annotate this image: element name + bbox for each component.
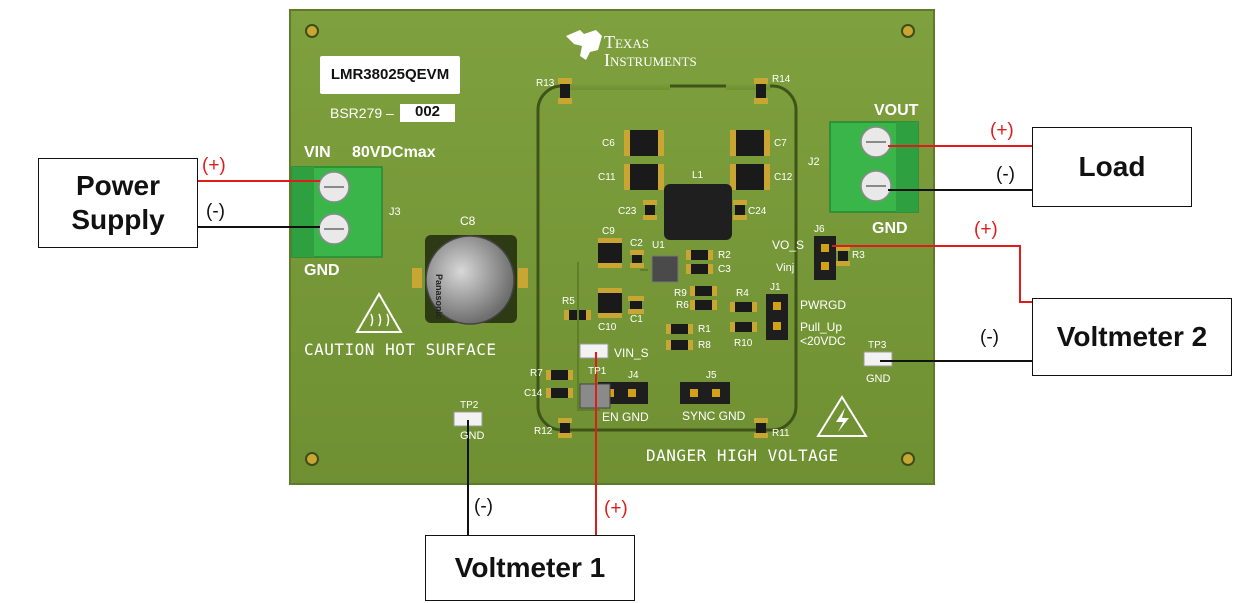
pcb-traces — [577, 262, 648, 411]
revision-plate — [400, 104, 455, 122]
hot-surface-warning-icon — [355, 292, 403, 333]
vout-label: VOUT — [874, 102, 919, 119]
j2-label: J2 — [808, 156, 820, 168]
capacitor-brand: Panasonic — [434, 274, 444, 320]
model-label-plate — [320, 56, 460, 94]
brand-line-1: Texas — [604, 32, 649, 52]
ref-c23: C23 — [618, 206, 637, 217]
load-label: Load — [1078, 151, 1146, 182]
ref-r1: R1 — [698, 324, 711, 335]
board-model: LMR38025QEVM — [330, 66, 450, 83]
ref-tp3: TP3 — [868, 340, 887, 351]
ref-r6: R6 — [676, 300, 689, 311]
ref-r3: R3 — [852, 250, 865, 261]
vm1-negative-label: (-) — [474, 496, 493, 517]
vm1-positive-label: (+) — [604, 498, 628, 519]
caution-text: CAUTION HOT SURFACE — [304, 340, 497, 359]
power-supply-line-1: Power — [75, 170, 161, 201]
ref-r11: R11 — [772, 428, 790, 439]
ref-c8: C8 — [460, 214, 476, 228]
vin-s-label: VIN_S — [614, 346, 649, 360]
danger-text: DANGER HIGH VOLTAGE — [646, 446, 839, 465]
ref-j1: J1 — [770, 282, 781, 293]
voltmeter-2-box: Voltmeter 2 — [1032, 298, 1232, 376]
j5-pin-labels: SYNC GND — [682, 409, 746, 423]
high-voltage-warning-icon — [816, 395, 868, 437]
ref-c14: C14 — [524, 388, 543, 399]
vin-rating: 80VDCmax — [352, 144, 436, 161]
vin-label: VIN — [304, 144, 331, 161]
ref-c3: C3 — [718, 264, 731, 275]
ref-r5: R5 — [562, 296, 575, 307]
ref-r9: R9 — [674, 288, 687, 299]
ref-c24: C24 — [748, 206, 767, 217]
ti-logo-icon — [566, 30, 602, 60]
ref-r4: R4 — [736, 288, 749, 299]
vm2-negative-label: (-) — [980, 327, 999, 348]
load-positive-label: (+) — [990, 120, 1014, 141]
ps-positive-label: (+) — [202, 155, 226, 176]
ref-j5: J5 — [706, 370, 717, 381]
ps-negative-label: (-) — [206, 201, 225, 222]
capacitor-c8 — [412, 235, 528, 325]
small-passives — [546, 78, 850, 438]
ref-c7: C7 — [774, 138, 787, 149]
ref-j4: J4 — [628, 370, 639, 381]
ref-tp1: TP1 — [588, 366, 607, 377]
ref-r10: R10 — [734, 338, 753, 349]
ref-j6: J6 — [814, 224, 825, 235]
ref-c2: C2 — [630, 238, 643, 249]
pullup-voltage-label: <20VDC — [800, 334, 846, 348]
terminal-block-j2 — [829, 121, 919, 213]
ref-u1: U1 — [652, 240, 665, 251]
ref-r12: R12 — [534, 426, 553, 437]
ref-l1: L1 — [692, 170, 704, 181]
ref-r8: R8 — [698, 340, 711, 351]
power-supply-line-2: Supply — [71, 204, 165, 235]
ref-r13: R13 — [536, 78, 555, 89]
power-supply-box: Power Supply — [38, 158, 198, 248]
wire-vm2-positive — [832, 245, 1032, 303]
mounting-holes — [305, 24, 915, 466]
brand-line-2: Instruments — [604, 50, 697, 70]
vin-gnd-label: GND — [304, 262, 340, 279]
vout-gnd-label: GND — [872, 220, 908, 237]
test-points — [453, 343, 893, 427]
ref-c6: C6 — [602, 138, 615, 149]
ic-u1 — [651, 255, 679, 283]
pullup-label: Pull_Up — [800, 320, 843, 334]
ref-c10: C10 — [598, 322, 617, 333]
tp3-gnd-label: GND — [866, 373, 891, 385]
revision-prefix: BSR279 – — [330, 105, 394, 121]
wiring — [198, 145, 1032, 535]
ref-c11: C11 — [598, 172, 616, 183]
revision-number: 002 — [414, 103, 441, 120]
smd-capacitors — [598, 130, 770, 318]
ref-c9: C9 — [602, 226, 615, 237]
load-box: Load — [1032, 127, 1192, 207]
ref-tp2: TP2 — [460, 400, 479, 411]
j3-label: J3 — [389, 206, 401, 218]
ref-r2: R2 — [718, 250, 731, 261]
ref-r14: R14 — [772, 74, 791, 85]
load-negative-label: (-) — [996, 164, 1015, 185]
tp2-gnd-label: GND — [460, 430, 485, 442]
vo-s-label: VO_S — [772, 238, 805, 252]
j4-pin-labels: EN GND — [602, 410, 649, 424]
pwrgd-label: PWRGD — [800, 298, 846, 312]
voltmeter-1-label: Voltmeter 1 — [454, 552, 606, 583]
inductor-l1 — [664, 184, 732, 240]
ref-r7: R7 — [530, 368, 543, 379]
vm2-positive-label: (+) — [974, 219, 998, 240]
ref-c12: C12 — [774, 172, 793, 183]
ref-c1: C1 — [630, 314, 643, 325]
voltmeter-2-label: Voltmeter 2 — [1056, 321, 1208, 352]
voltmeter-1-box: Voltmeter 1 — [425, 535, 635, 601]
vinj-label: Vinj — [776, 262, 795, 274]
